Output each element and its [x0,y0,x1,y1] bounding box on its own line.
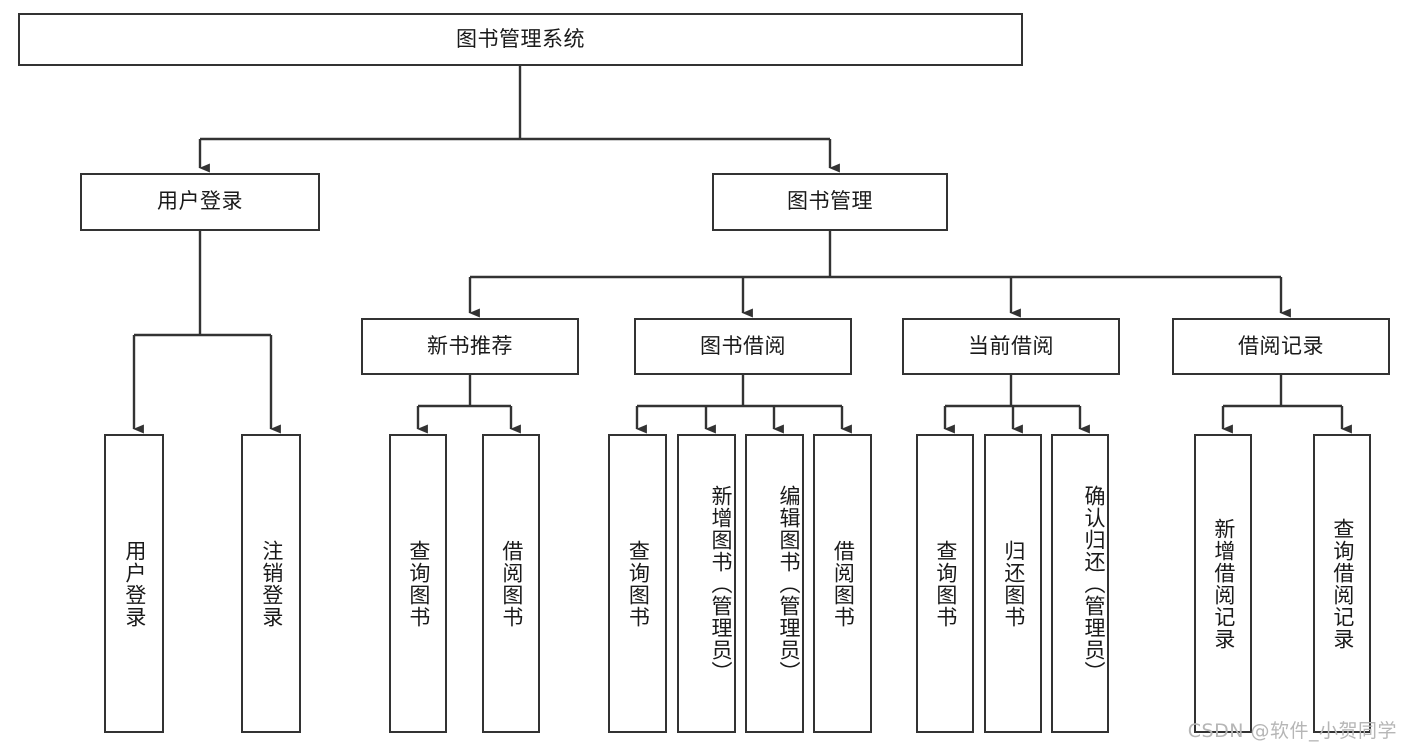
node-leaf-borrow-borrow-book[interactable]: 借阅图书 [813,434,872,733]
node-book-manage[interactable]: 图书管理 [712,173,948,231]
node-leaf-rec-borrow-book[interactable]: 借阅图书 [482,434,540,733]
node-leaf-user-logout[interactable]: 注销登录 [241,434,301,733]
node-leaf-user-login[interactable]: 用户登录 [104,434,164,733]
node-current-borrow[interactable]: 当前借阅 [902,318,1120,375]
node-leaf-cur-return-book[interactable]: 归还图书 [984,434,1042,733]
node-leaf-cur-confirm-return[interactable]: 确认归还（管理员） [1051,434,1109,733]
node-leaf-borrow-add-book[interactable]: 新增图书（管理员） [677,434,736,733]
node-leaf-borrow-edit-book[interactable]: 编辑图书（管理员） [745,434,804,733]
node-new-book-rec[interactable]: 新书推荐 [361,318,579,375]
watermark: CSDN @软件_小贺同学 [1187,720,1397,742]
node-user-login[interactable]: 用户登录 [80,173,320,231]
node-borrow-record[interactable]: 借阅记录 [1172,318,1390,375]
node-root[interactable]: 图书管理系统 [18,13,1023,66]
node-book-borrow[interactable]: 图书借阅 [634,318,852,375]
node-leaf-rec-add-record[interactable]: 新增借阅记录 [1194,434,1252,733]
node-leaf-borrow-query-book[interactable]: 查询图书 [608,434,667,733]
node-leaf-rec-query-book[interactable]: 查询图书 [389,434,447,733]
node-leaf-cur-query-book[interactable]: 查询图书 [916,434,974,733]
node-leaf-rec-query-record[interactable]: 查询借阅记录 [1313,434,1371,733]
